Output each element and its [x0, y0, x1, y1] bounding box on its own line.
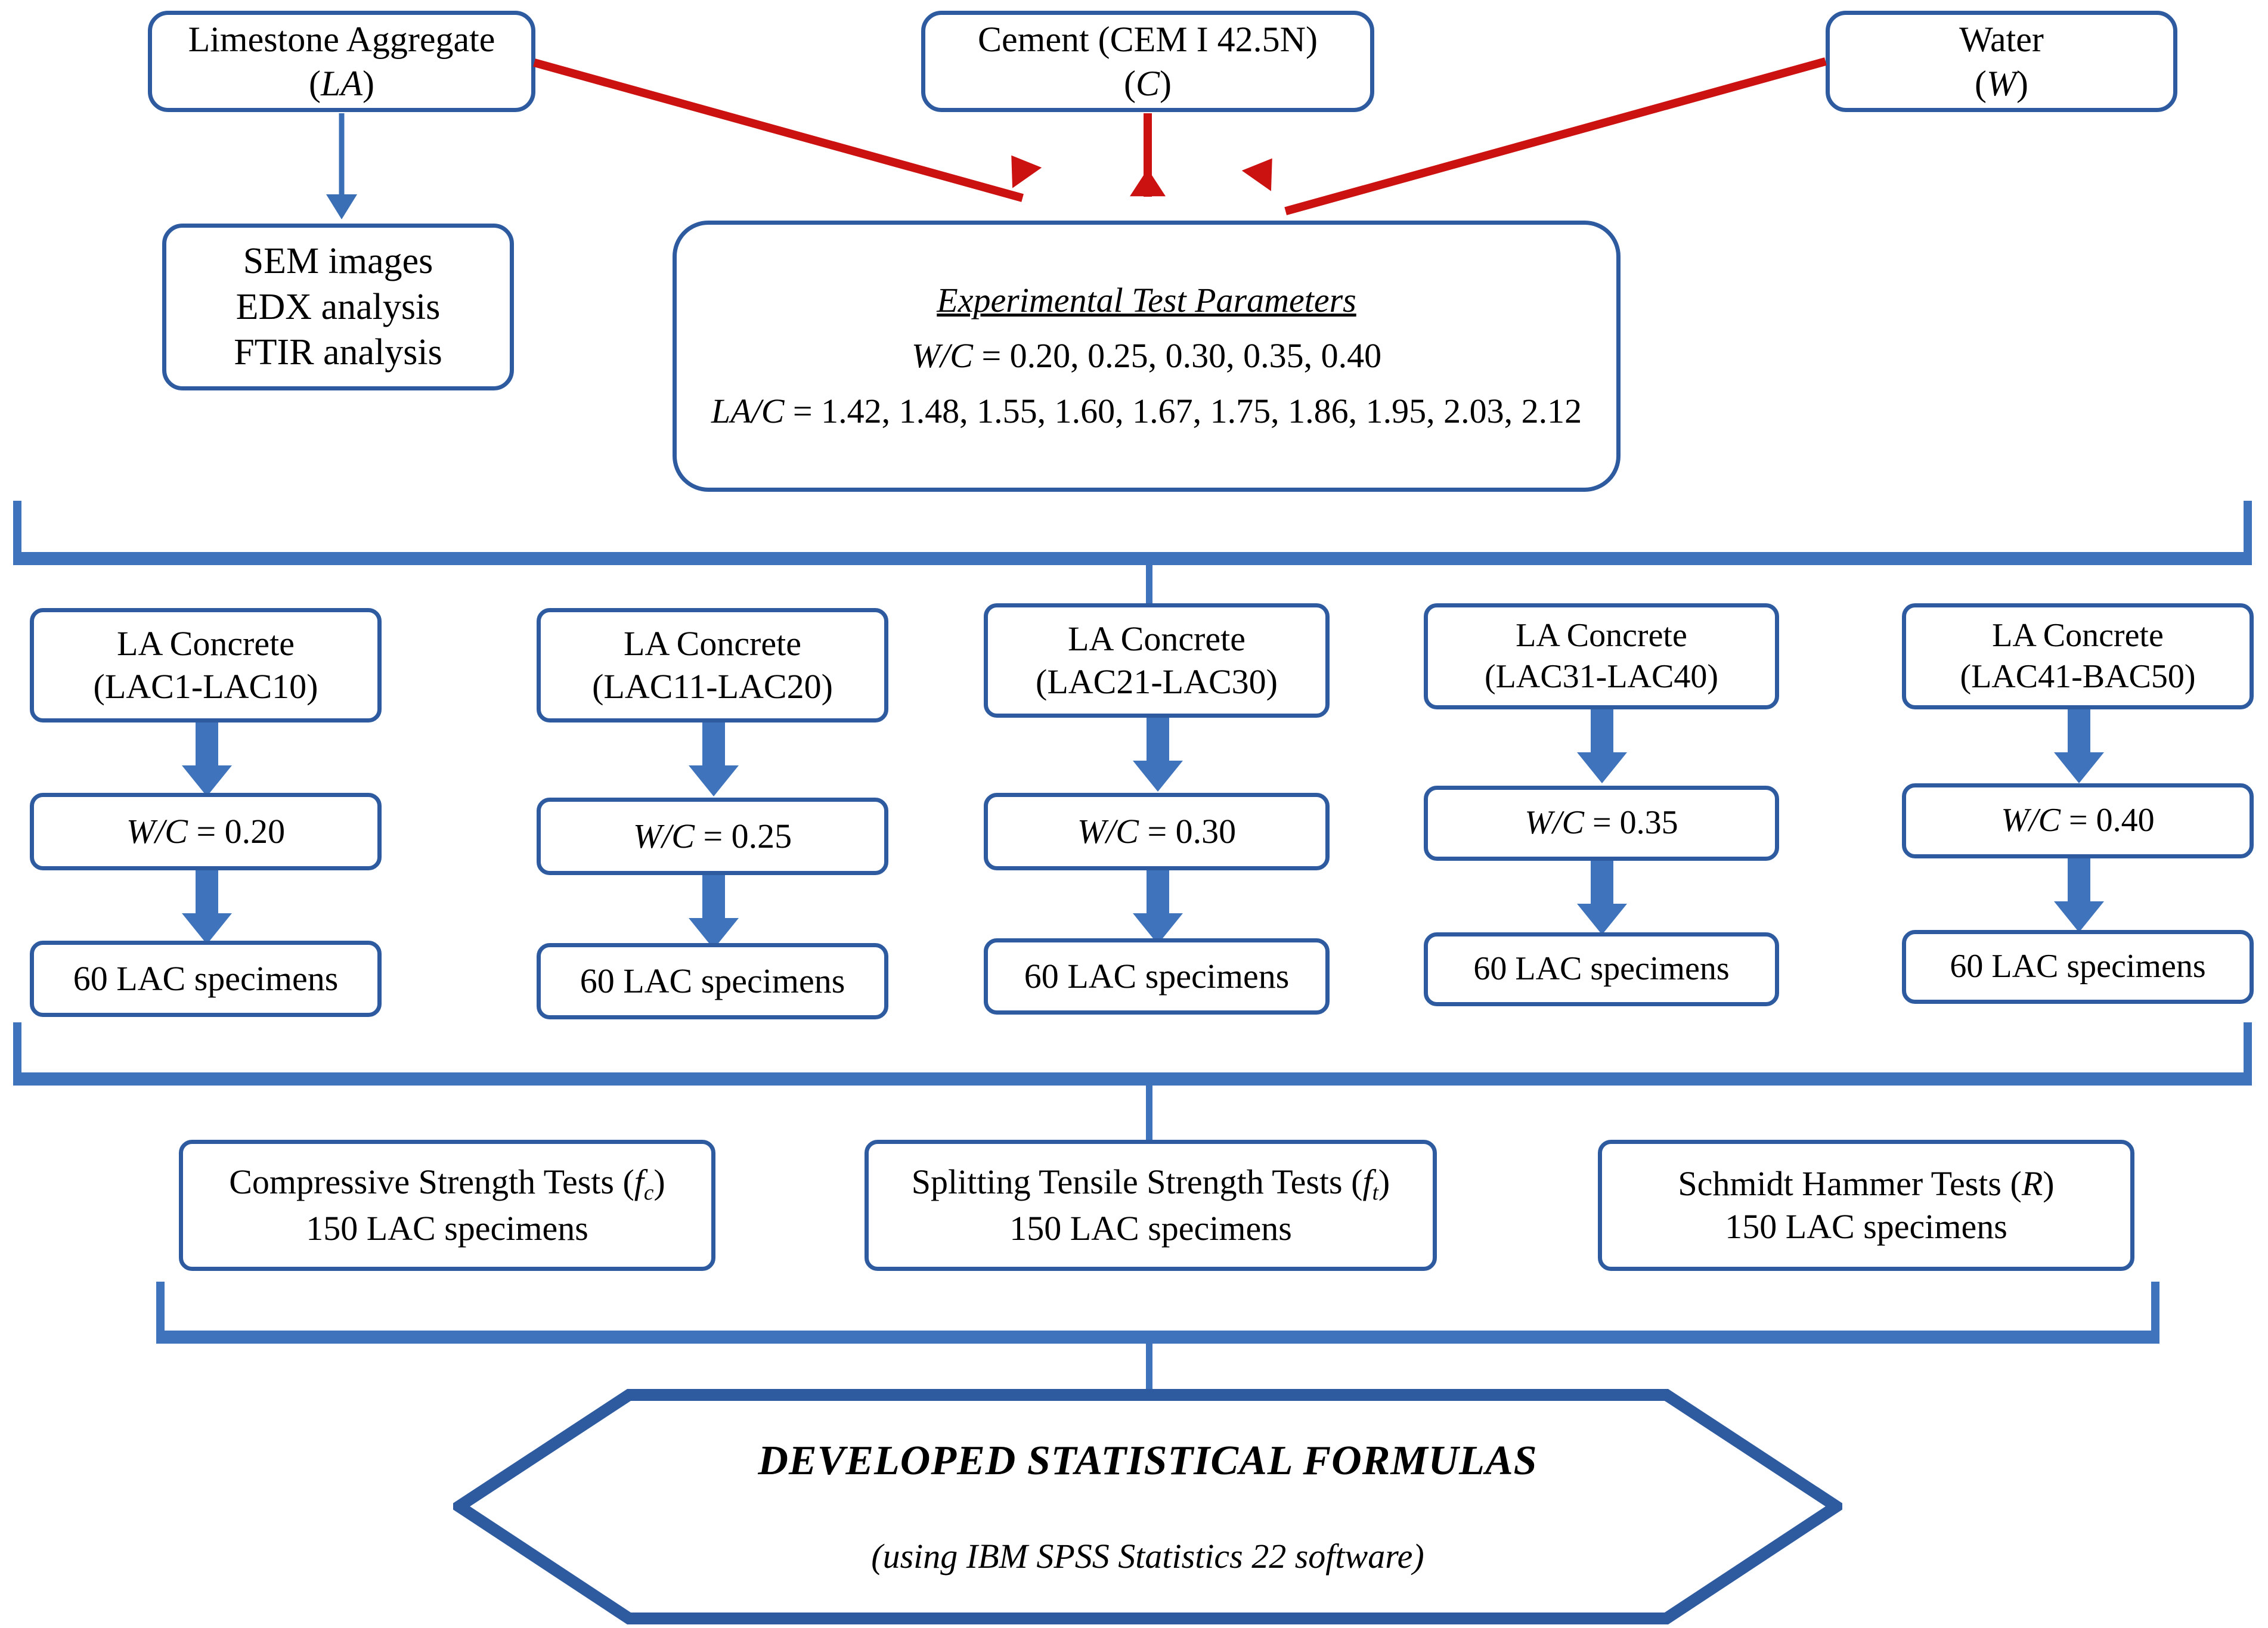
red-arrow-water-head [1241, 148, 1287, 191]
characterization-line1: SEM images [243, 240, 433, 281]
mix-5-concrete-line2: (LAC41-BAC50) [1960, 658, 2196, 695]
node-mix-concrete-2[interactable]: LA Concrete (LAC11-LAC20) [537, 608, 888, 722]
mix-2-concrete-line1: LA Concrete [624, 624, 801, 663]
brace-cap-right [2151, 1282, 2159, 1344]
node-mix-concrete-4[interactable]: LA Concrete (LAC31-LAC40) [1424, 603, 1779, 709]
brace-cap-left [13, 1022, 21, 1086]
characterization-line2: EDX analysis [236, 286, 441, 327]
test-1-specimens: 150 LAC specimens [306, 1208, 588, 1248]
node-mix-concrete-5[interactable]: LA Concrete (LAC41-BAC50) [1902, 603, 2254, 709]
parameters-lac: LA/C = 1.42, 1.48, 1.55, 1.60, 1.67, 1.7… [711, 391, 1582, 430]
red-arrow-cement-shaft [1144, 113, 1152, 197]
brace-bar [13, 552, 2252, 565]
characterization-line3: FTIR analysis [234, 332, 442, 373]
node-mix-ratio-5[interactable]: W/C = 0.40 [1902, 783, 2254, 858]
node-test-compressive[interactable]: Compressive Strength Tests (fc) 150 LAC … [179, 1140, 715, 1271]
node-mix-specimens-5[interactable]: 60 LAC specimens [1902, 930, 2254, 1004]
limestone-line1: Limestone Aggregate [188, 19, 495, 59]
mix-4-concrete-line1: LA Concrete [1516, 616, 1687, 654]
mix-1-concrete-line1: LA Concrete [117, 624, 295, 663]
mix-1-specimens: 60 LAC specimens [73, 959, 339, 998]
mix-3-concrete-line2: (LAC21-LAC30) [1036, 662, 1278, 701]
test-3-specimens: 150 LAC specimens [1725, 1207, 2007, 1246]
arrow-mix-5-to-specimens [2054, 858, 2104, 932]
node-mix-concrete-1[interactable]: LA Concrete (LAC1-LAC10) [30, 608, 382, 722]
mix-5-specimens: 60 LAC specimens [1950, 948, 2206, 985]
mix-1-ratio: W/C = 0.20 [126, 812, 286, 851]
arrow-mix-1-to-ratio [182, 722, 232, 796]
mix-5-concrete-line1: LA Concrete [1992, 616, 2164, 654]
mix-2-specimens: 60 LAC specimens [580, 962, 845, 1001]
brace-stem-to-outcome [1146, 1341, 1152, 1393]
brace-cap-left [13, 501, 21, 565]
node-cement[interactable]: Cement (CEM I 42.5N) (C) [921, 11, 1374, 112]
node-outcome-hexagon[interactable]: DEVELOPED STATISTICAL FORMULAS (using IB… [453, 1389, 1842, 1624]
node-mix-ratio-1[interactable]: W/C = 0.20 [30, 793, 382, 870]
mix-4-ratio: W/C = 0.35 [1525, 804, 1678, 842]
test-2-specimens: 150 LAC specimens [1009, 1208, 1292, 1248]
arrow-mix-3-to-ratio [1133, 718, 1183, 792]
node-mix-specimens-2[interactable]: 60 LAC specimens [537, 943, 888, 1019]
node-mix-ratio-3[interactable]: W/C = 0.30 [984, 793, 1330, 870]
brace-bar [156, 1331, 2159, 1344]
arrow-mix-2-to-specimens [689, 875, 739, 949]
arrow-mix-2-to-ratio [689, 722, 739, 796]
node-test-schmidt-hammer[interactable]: Schmidt Hammer Tests (R) 150 LAC specime… [1598, 1140, 2134, 1271]
arrow-mix-1-to-specimens [182, 870, 232, 944]
node-water[interactable]: Water (W) [1826, 11, 2177, 112]
node-mix-concrete-3[interactable]: LA Concrete (LAC21-LAC30) [984, 603, 1330, 718]
arrow-mix-3-to-specimens [1133, 870, 1183, 944]
brace-cap-right [2244, 1022, 2252, 1086]
hexagon-shape [453, 1389, 1842, 1624]
node-experimental-parameters[interactable]: Experimental Test Parameters W/C = 0.20,… [673, 221, 1621, 492]
arrow-mix-4-to-specimens [1577, 861, 1627, 935]
cement-line2: (C) [1124, 64, 1172, 103]
mix-2-ratio: W/C = 0.25 [633, 817, 792, 856]
brace-tests-to-outcome [156, 1282, 2159, 1344]
water-line2: (W) [1975, 64, 2028, 103]
arrow-limestone-to-characterization [318, 113, 365, 219]
arrow-head [326, 194, 357, 219]
node-mix-specimens-1[interactable]: 60 LAC specimens [30, 941, 382, 1017]
mix-2-concrete-line2: (LAC11-LAC20) [592, 667, 833, 706]
node-test-splitting-tensile[interactable]: Splitting Tensile Strength Tests (ft) 15… [865, 1140, 1437, 1271]
arrow-shaft [339, 113, 345, 197]
brace-stem-to-tests [1146, 1084, 1152, 1143]
test-2-name: Splitting Tensile Strength Tests (ft) [911, 1162, 1390, 1205]
node-mix-specimens-3[interactable]: 60 LAC specimens [984, 938, 1330, 1015]
parameters-wc: W/C = 0.20, 0.25, 0.30, 0.35, 0.40 [911, 336, 1382, 376]
mix-4-specimens: 60 LAC specimens [1473, 950, 1730, 988]
brace-cap-right [2244, 501, 2252, 565]
node-mix-ratio-2[interactable]: W/C = 0.25 [537, 798, 888, 875]
brace-parameters-to-mixes [13, 501, 2252, 565]
water-line1: Water [1959, 19, 2044, 59]
arrow-mix-4-to-ratio [1577, 709, 1627, 783]
red-arrow-limestone-head [996, 145, 1042, 188]
brace-bar [13, 1072, 2252, 1086]
red-arrow-cement-head [1130, 169, 1166, 197]
arrow-mix-5-to-ratio [2054, 709, 2104, 783]
mix-3-specimens: 60 LAC specimens [1024, 957, 1290, 996]
node-mix-ratio-4[interactable]: W/C = 0.35 [1424, 786, 1779, 861]
node-characterization[interactable]: SEM images EDX analysis FTIR analysis [162, 224, 514, 390]
mix-5-ratio: W/C = 0.40 [2001, 802, 2155, 839]
test-1-name: Compressive Strength Tests (fc) [229, 1162, 665, 1205]
test-3-name: Schmidt Hammer Tests (R) [1678, 1164, 2055, 1204]
mix-3-concrete-line1: LA Concrete [1068, 619, 1245, 659]
brace-mixes-to-tests [13, 1022, 2252, 1086]
parameters-heading: Experimental Test Parameters [937, 281, 1356, 320]
mix-3-ratio: W/C = 0.30 [1077, 812, 1237, 851]
mix-4-concrete-line2: (LAC31-LAC40) [1485, 658, 1718, 695]
brace-stem-to-mixes [1146, 563, 1152, 623]
mix-1-concrete-line2: (LAC1-LAC10) [93, 667, 318, 706]
node-limestone-aggregate[interactable]: Limestone Aggregate (LA) [148, 11, 535, 112]
brace-cap-left [156, 1282, 165, 1344]
cement-line1: Cement (CEM I 42.5N) [978, 19, 1318, 59]
limestone-line2: (LA) [309, 64, 374, 103]
node-mix-specimens-4[interactable]: 60 LAC specimens [1424, 932, 1779, 1006]
